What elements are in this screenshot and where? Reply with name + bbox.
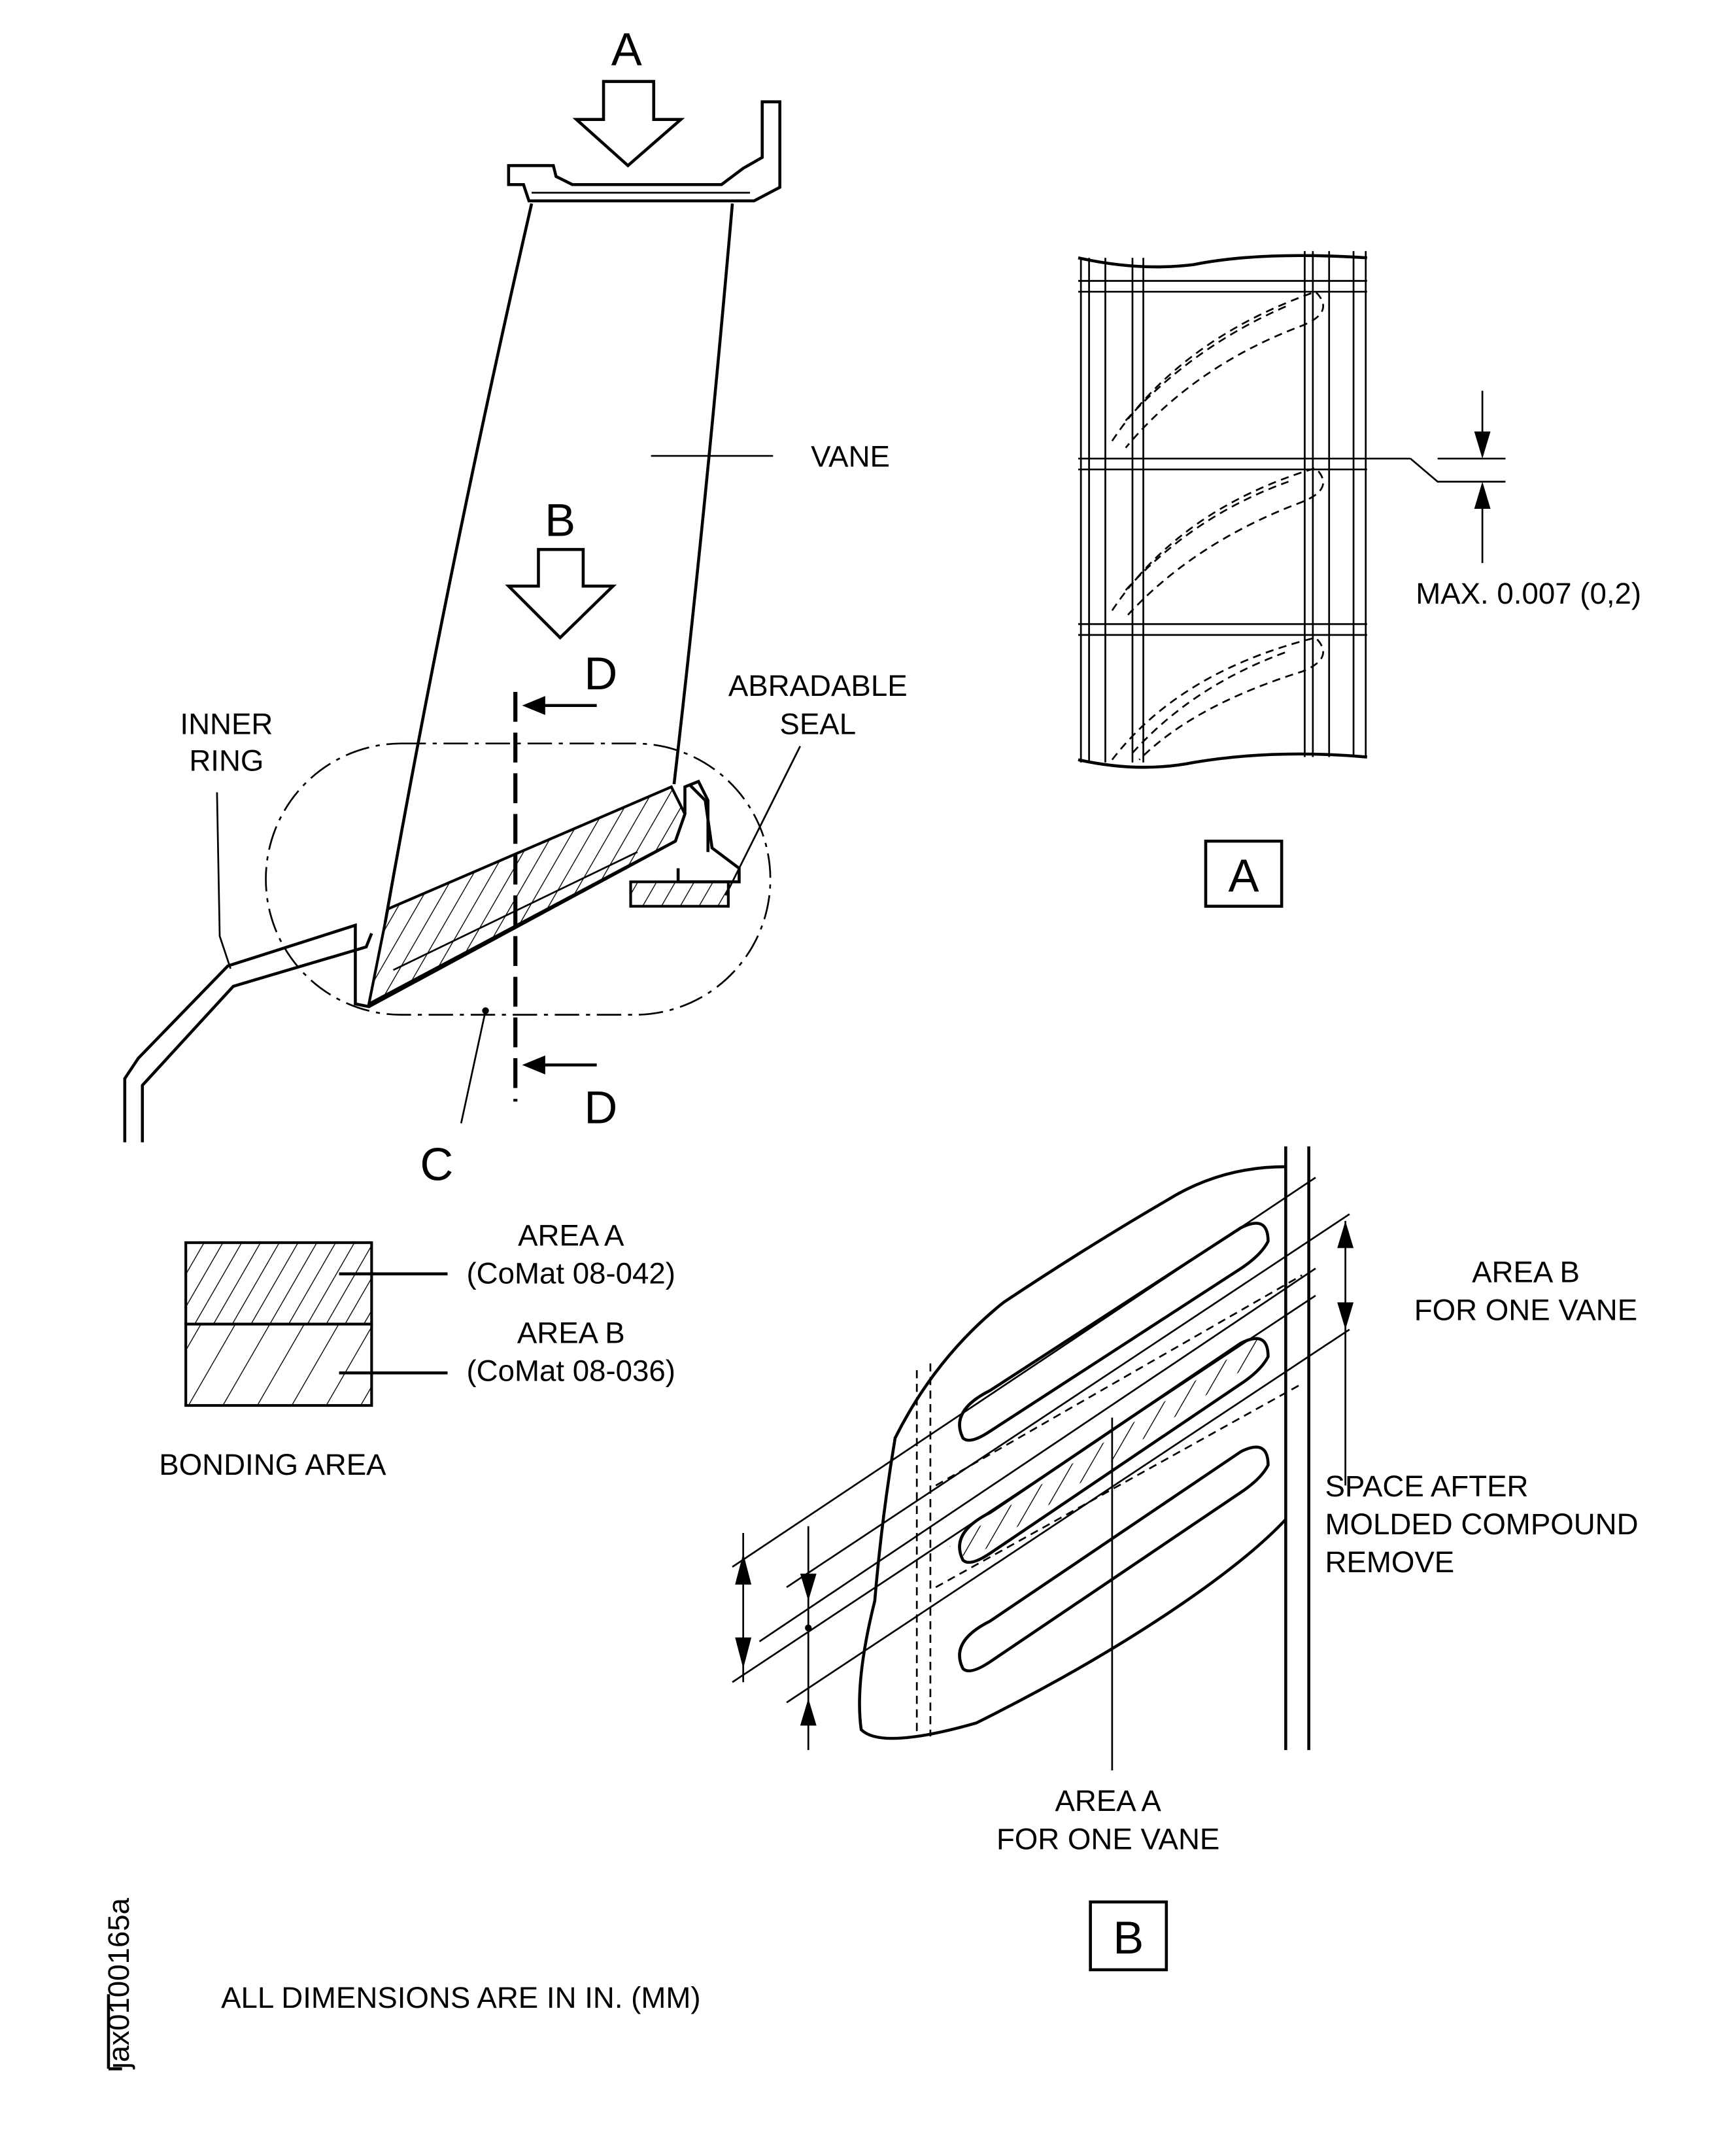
inner-ring-label-line2: RING [189,744,264,777]
view-a-label-box [1204,839,1284,908]
vane-outline [383,203,534,923]
abradable-seal-label: ABRADABLE [728,669,908,702]
detail-c-label: C [420,1139,453,1190]
section-d-bottom-label: D [584,1082,617,1133]
view-arrow-a-label: A [611,24,642,75]
bonding-area-hatch [367,785,687,1007]
view-b-space-label-line2: MOLDED COMPOUND [1325,1507,1639,1541]
inner-ring [123,779,710,1143]
view-a-label: A [1229,850,1259,901]
legend-area-a-title: AREA A [518,1218,624,1252]
view-a: MAX. 0.007 (0,2) A [1078,250,1641,908]
legend-area-a-material: (CoMat 08-042) [466,1256,675,1290]
view-b-area-a-label-line2: FOR ONE VANE [996,1822,1219,1855]
inner-ring-label: INNER [180,707,273,740]
dimensions-note: ALL DIMENSIONS ARE IN IN. (MM) [221,1981,700,2014]
bonding-area-legend: AREA A (CoMat 08-042) AREA B (CoMat 08-0… [159,1218,675,1481]
section-d-top-label: D [584,647,617,699]
view-b-label-box [1089,1900,1168,1972]
detail-c-outline [265,742,772,1016]
legend-area-b-material: (CoMat 08-036) [466,1354,675,1388]
view-arrow-a-icon [572,80,685,168]
outer-platform [507,100,781,203]
legend-swatch-area-b [184,1322,373,1407]
view-arrow-b-icon [505,547,617,640]
view-arrow-b-label: B [545,494,575,545]
view-b-area-b-label: AREA B [1472,1255,1580,1288]
figure-id: jax0100165a [102,1897,135,2070]
view-b-space-label: SPACE AFTER [1325,1470,1529,1503]
legend-caption: BONDING AREA [159,1448,386,1481]
vane-label: VANE [811,440,890,473]
view-a-dimension-label: MAX. 0.007 (0,2) [1416,577,1641,610]
view-b-space-label-line3: REMOVE [1325,1545,1455,1579]
view-b-label: B [1113,1912,1144,1963]
legend-area-b-title: AREA B [517,1317,625,1350]
view-b: AREA B FOR ONE VANE SPACE AFTER MOLDED C… [732,1146,1639,1972]
abradable-seal-hatch [629,880,730,908]
view-b-area-a-label: AREA A [1055,1784,1161,1817]
abradable-seal-label-line2: SEAL [779,707,856,740]
legend-swatch-area-a [184,1241,373,1326]
view-b-area-b-label-line2: FOR ONE VANE [1414,1293,1637,1326]
main-view: A VANE B D D INNER RING ABRADABLE SEAL C [123,24,908,1190]
